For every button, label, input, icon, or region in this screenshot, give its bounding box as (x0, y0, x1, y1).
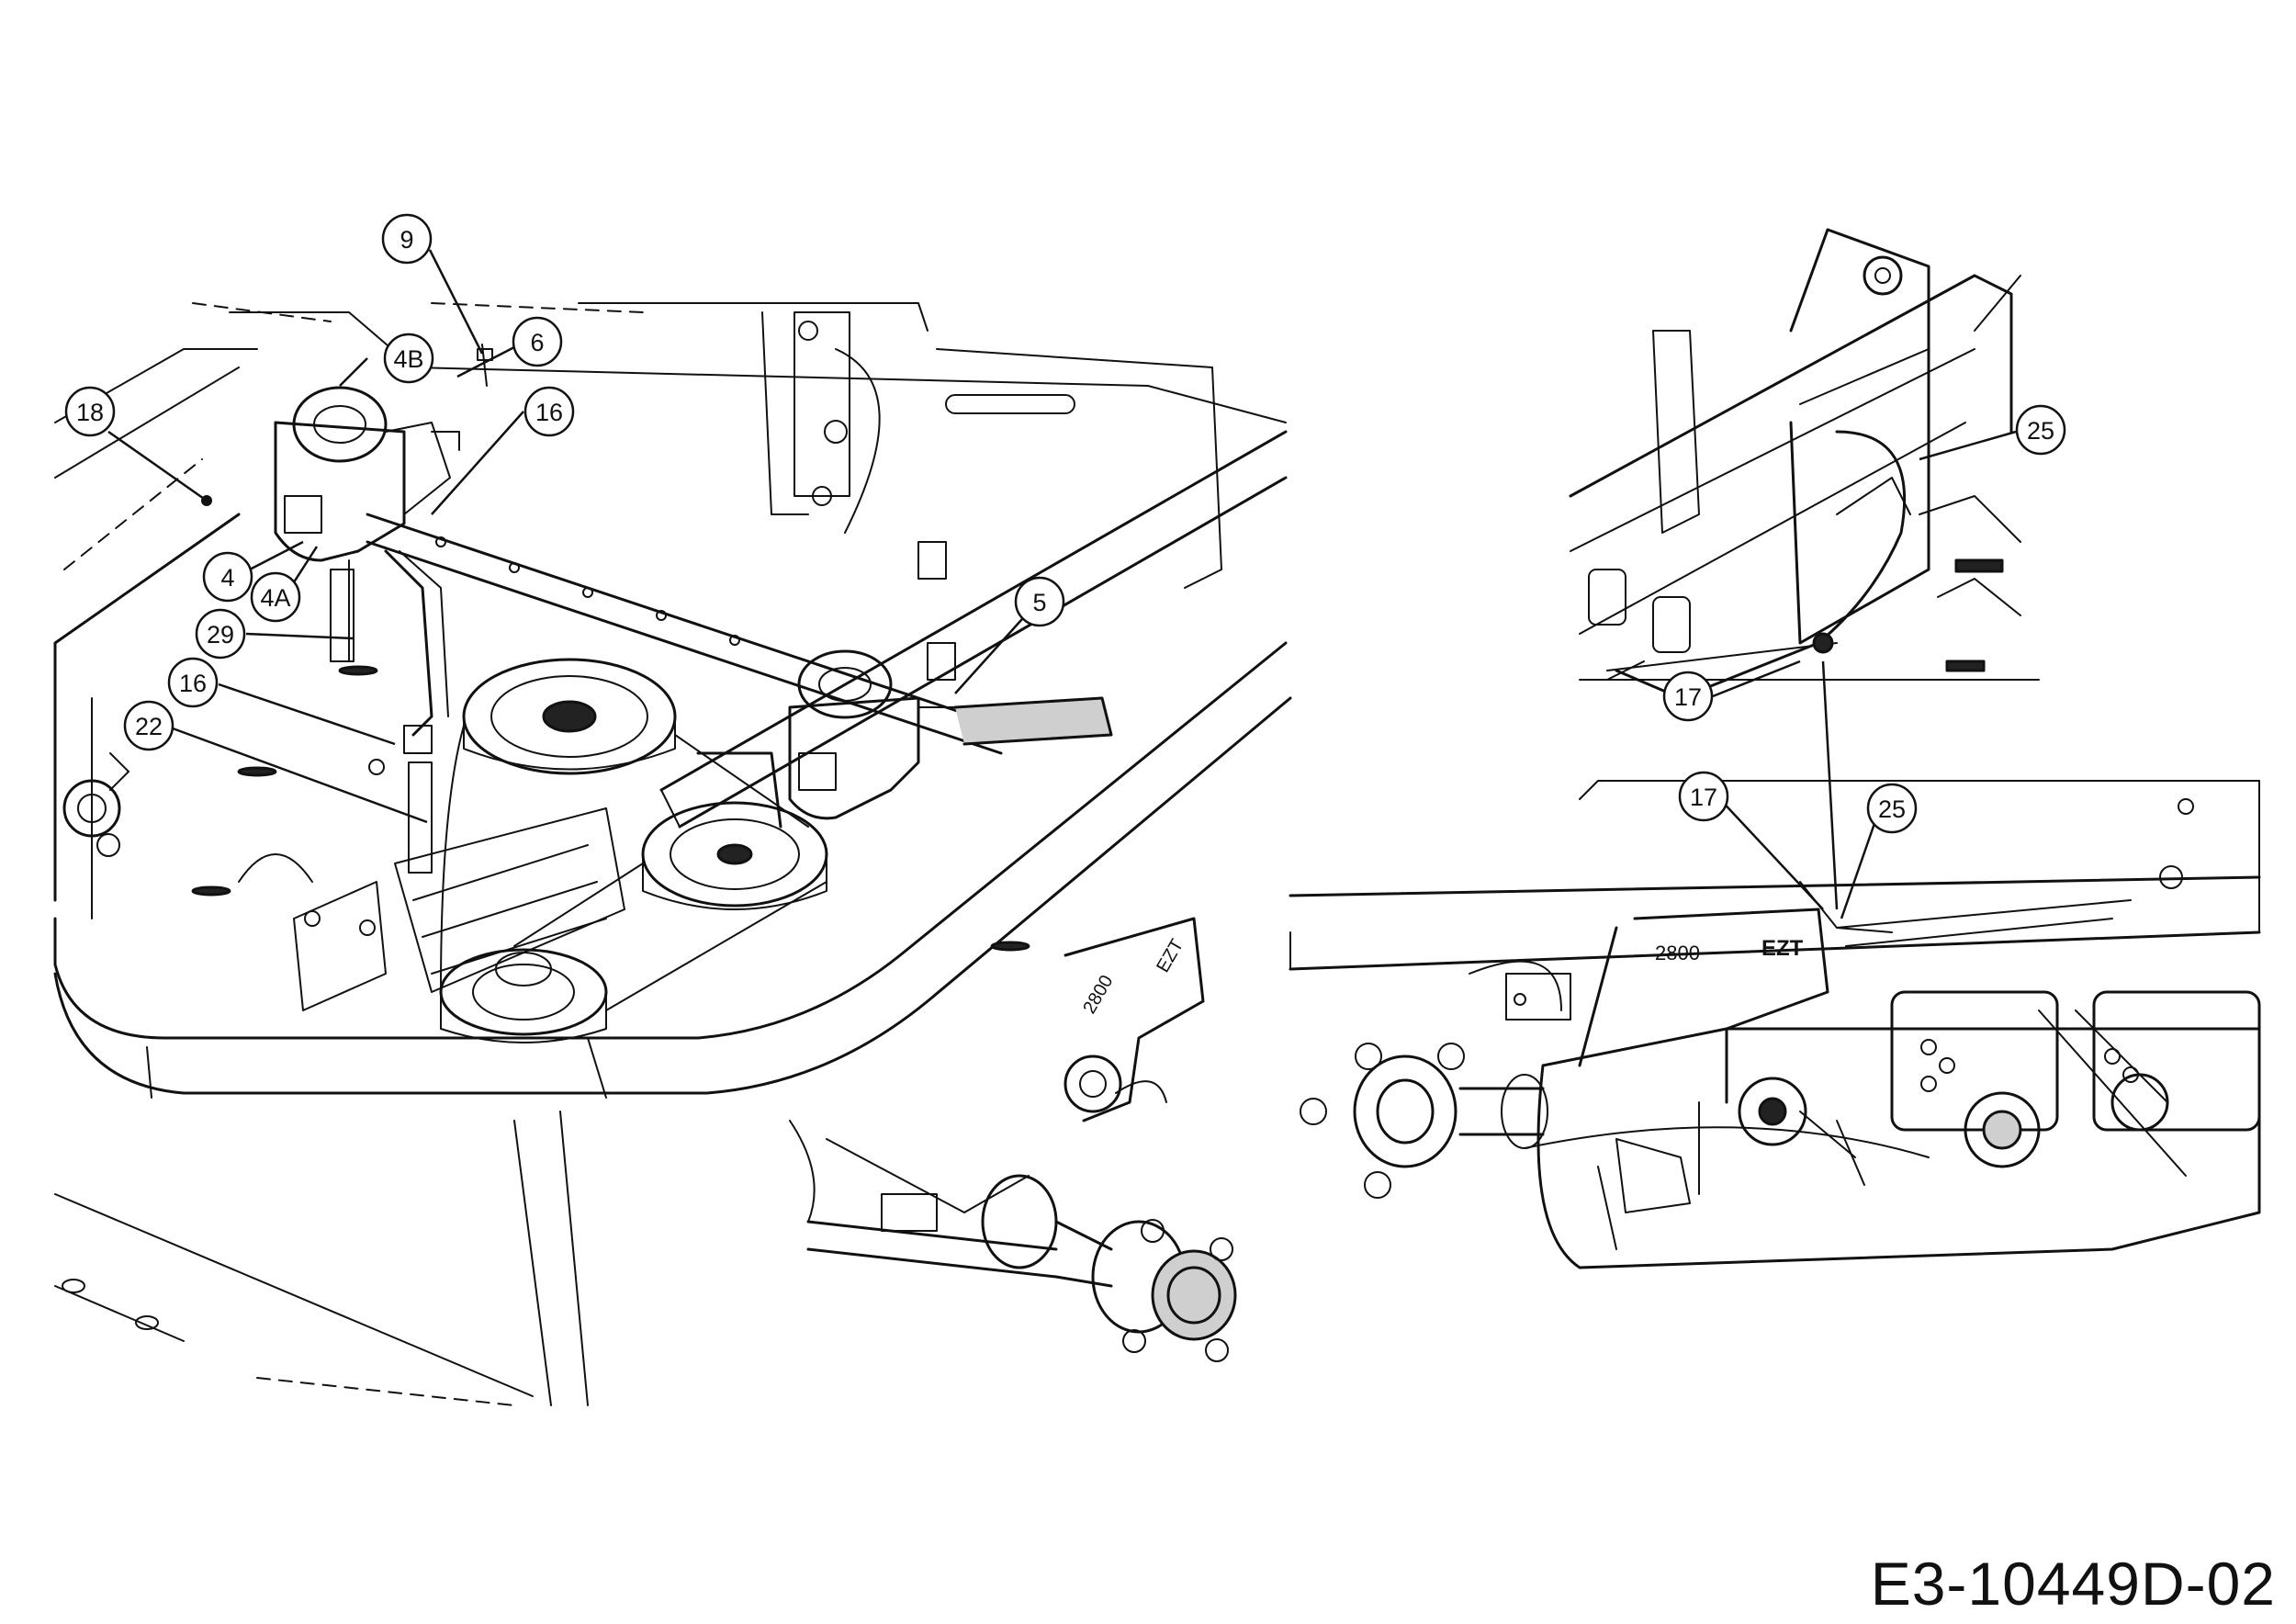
svg-text:4: 4 (220, 564, 234, 592)
svg-text:25: 25 (2027, 417, 2054, 445)
svg-text:4B: 4B (393, 345, 423, 373)
svg-text:6: 6 (530, 329, 544, 356)
svg-text:17: 17 (1674, 683, 1702, 711)
svg-text:16: 16 (179, 670, 207, 697)
callout-4: 4 (202, 551, 253, 603)
callout-29: 29 (195, 608, 246, 660)
stamp-model-left: 2800 (1079, 972, 1117, 1018)
callout-6: 6 (512, 316, 563, 367)
stamp-brand-right: EZT (1761, 936, 1804, 961)
svg-text:25: 25 (1878, 795, 1906, 823)
callout-18: 18 (64, 386, 116, 437)
callout-17-lower: 17 (1678, 771, 1729, 822)
callout-25-lower: 25 (1866, 783, 1918, 834)
svg-text:4A: 4A (260, 584, 290, 612)
callout-5: 5 (1014, 576, 1065, 627)
stamp-brand-left: EZT (1153, 936, 1187, 976)
callout-25-upper: 25 (2015, 404, 2066, 456)
svg-text:17: 17 (1690, 784, 1717, 811)
right-upper-detail (1569, 228, 2040, 700)
svg-text:5: 5 (1032, 589, 1046, 616)
callout-4A: 4A (250, 571, 301, 623)
callout-9: 9 (381, 213, 433, 265)
leader-lines (107, 249, 2017, 919)
left-chassis-assembly: 2800 EZT (53, 302, 1292, 1406)
callout-22: 22 (123, 700, 174, 751)
svg-text:29: 29 (207, 621, 234, 648)
svg-text:18: 18 (76, 399, 104, 426)
callout-17-upper: 17 (1662, 671, 1714, 722)
svg-text:9: 9 (400, 226, 413, 254)
drawing-code: E3-10449D-02 (1870, 1550, 2276, 1618)
callout-16-top: 16 (523, 386, 575, 437)
right-lower-detail: 2800 EZT (1289, 780, 2261, 1269)
callout-4B: 4B (383, 333, 434, 384)
svg-text:16: 16 (535, 399, 563, 426)
svg-text:22: 22 (135, 713, 163, 740)
stamp-model-right: 2800 (1655, 942, 1700, 964)
callout-16-mid: 16 (167, 657, 219, 708)
